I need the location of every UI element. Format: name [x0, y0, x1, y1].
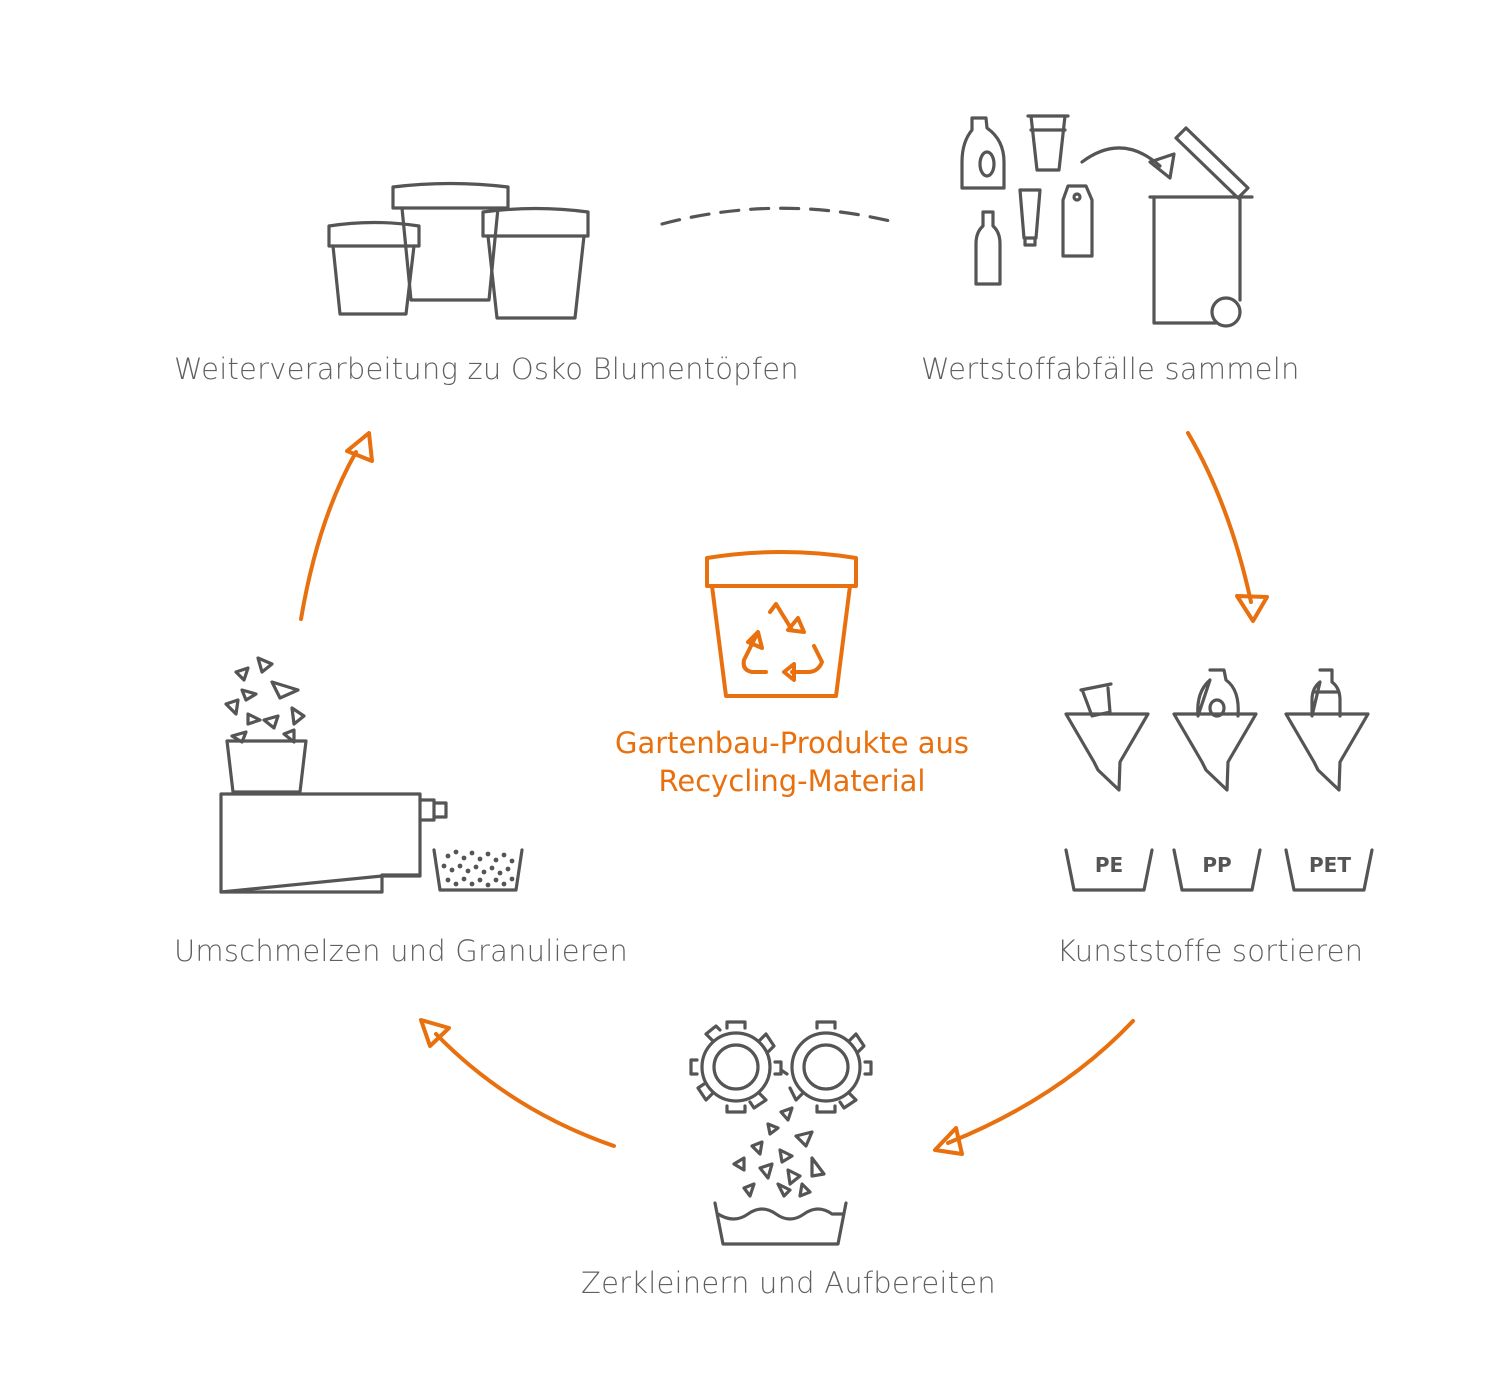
sorting-bins: PE PP PET	[1064, 848, 1374, 892]
step-label-collect: Wertstoffabfälle sammeln	[921, 352, 1300, 386]
bin-label-pet: PET	[1309, 853, 1351, 877]
dashed-connector	[660, 206, 900, 226]
bin-label-pp: PP	[1202, 853, 1231, 877]
arrow-melt-to-process	[299, 431, 374, 621]
extruder-icon	[219, 656, 524, 894]
shredder-icon	[689, 1020, 873, 1246]
center-caption-line1: Gartenbau-Produkte aus	[614, 726, 970, 760]
step-label-shred: Zerkleinern und Aufbereiten	[581, 1266, 996, 1300]
pellets	[441, 849, 515, 888]
arrow-sort-to-shred	[933, 1019, 1135, 1156]
arrow-collect-to-sort	[1186, 431, 1269, 623]
sorting-funnels-icon	[1064, 668, 1370, 792]
center-caption-line2: Recycling-Material	[658, 764, 926, 798]
center-caption: Gartenbau-Produkte aus Recycling-Materia…	[582, 724, 1002, 800]
flower-pots-icon	[327, 181, 590, 320]
step-label-melt: Umschmelzen und Granulieren	[174, 934, 628, 968]
recycle-icon	[741, 602, 824, 682]
step-label-process: Weiterverarbeitung zu Osko Blumentöpfen	[174, 352, 799, 386]
step-label-sort: Kunststoffe sortieren	[1057, 934, 1364, 968]
arrow-shred-to-melt	[419, 1018, 616, 1148]
recycled-pot-icon	[705, 550, 858, 698]
waste-collection-icon	[960, 114, 1254, 328]
bin-label-pe: PE	[1095, 853, 1123, 877]
